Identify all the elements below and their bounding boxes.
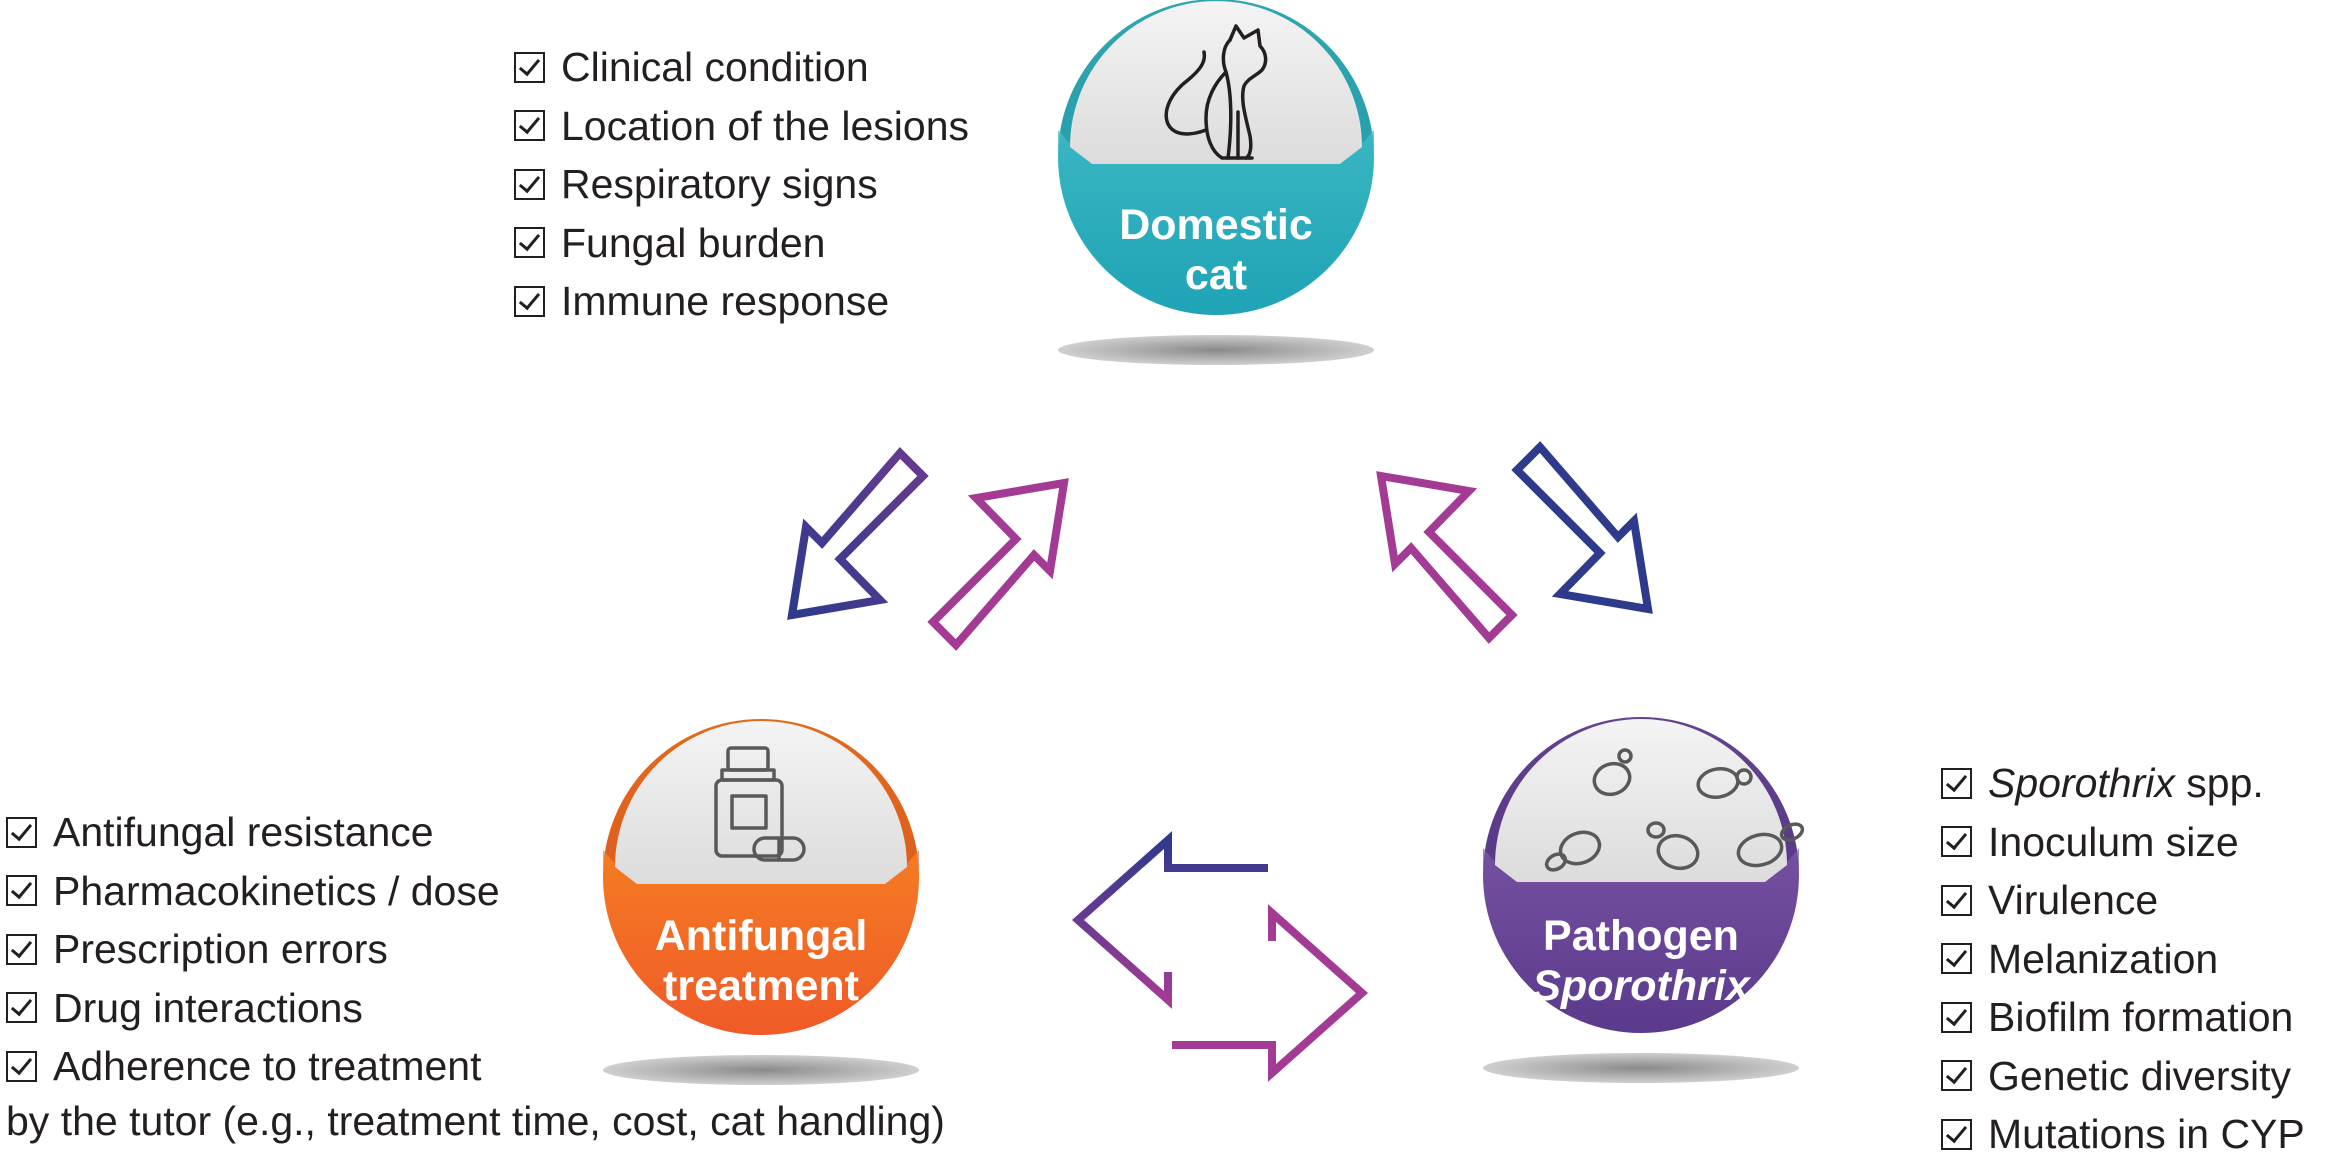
pathogen-label-line2: Sporothrix [1532, 962, 1750, 1010]
treatment-factor-item: Adherence to treatment [6, 1037, 500, 1096]
pathogen-node-shadow [1483, 1053, 1799, 1083]
treatment-label-line2: treatment [663, 962, 859, 1010]
checkbox-checked-icon [514, 227, 545, 259]
checkbox-checked-icon [6, 816, 37, 848]
checkbox-checked-icon [1941, 943, 1972, 975]
checkbox-checked-icon [1941, 767, 1972, 799]
treatment-factor-item: Antifungal resistance [6, 803, 500, 862]
cat-factor-item: Fungal burden [514, 214, 969, 273]
arrow-cat-to-pathogen [1511, 441, 1653, 614]
pathogen-factors-list: Sporothrix spp. Inoculum size Virulence … [1941, 754, 2305, 1164]
cat-factor-item: Clinical condition [514, 38, 969, 97]
pathogen-factor-item: Sporothrix spp. [1941, 754, 2305, 813]
treatment-factor-item: Pharmacokinetics / dose [6, 862, 500, 921]
checkbox-checked-icon [514, 285, 545, 317]
arrow-treatment-to-pathogen [1172, 904, 1369, 1082]
pathogen-factor-item: Genetic diversity [1941, 1047, 2305, 1106]
cat-label-line2: cat [1184, 251, 1248, 299]
checkbox-checked-icon [1941, 884, 1972, 916]
treatment-factor-item: Drug interactions [6, 979, 500, 1038]
arrow-treatment-to-cat [927, 478, 1069, 651]
checkbox-checked-icon [1941, 1001, 1972, 1033]
checkbox-checked-icon [6, 875, 37, 907]
cat-factor-item: Immune response [514, 272, 969, 331]
checkbox-checked-icon [6, 1050, 37, 1082]
cat-node [1058, 0, 1374, 365]
medicine-bottle-icon [714, 746, 806, 862]
checkbox-checked-icon [514, 51, 545, 83]
checkbox-checked-icon [514, 110, 545, 142]
pathogen-factor-item: Inoculum size [1941, 813, 2305, 872]
cat-factor-item: Location of the lesions [514, 97, 969, 156]
arrow-pathogen-to-cat [1376, 471, 1518, 644]
cat-icon [1164, 24, 1268, 160]
treatment-node [603, 719, 919, 1085]
treatment-node-shadow [603, 1055, 919, 1085]
pathogen-node-label: Pathogen Sporothrix [1491, 911, 1791, 1011]
checkbox-checked-icon [1941, 826, 1972, 858]
yeast-cells-icon [1544, 748, 1805, 872]
cat-label-line1: Domestic [1119, 201, 1313, 249]
pathogen-factor-item: Biofilm formation [1941, 988, 2305, 1047]
arrow-pathogen-to-treatment-shape [1071, 831, 1268, 1009]
pathogen-factor-item: Mutations in CYP [1941, 1105, 2305, 1164]
checkbox-checked-icon [514, 168, 545, 200]
checkbox-checked-icon [6, 933, 37, 965]
treatment-node-cap [615, 721, 907, 884]
pathogen-label-line1: Pathogen [1543, 912, 1739, 960]
cat-factors-list: Clinical condition Location of the lesio… [514, 38, 969, 331]
cat-node-label: Domestic cat [1066, 200, 1366, 300]
treatment-factor-continuation: by the tutor (e.g., treatment time, cost… [6, 1098, 945, 1144]
treatment-label-line1: Antifungal [654, 912, 868, 960]
treatment-node-label: Antifungal treatment [611, 911, 911, 1011]
pathogen-factor-item: Melanization [1941, 930, 2305, 989]
treatment-factors-list: Antifungal resistance Pharmacokinetics /… [6, 803, 500, 1096]
cat-node-shadow [1058, 335, 1374, 365]
checkbox-checked-icon [6, 992, 37, 1024]
cat-factor-item: Respiratory signs [514, 155, 969, 214]
pathogen-factor-item: Virulence [1941, 871, 2305, 930]
checkbox-checked-icon [1941, 1060, 1972, 1092]
treatment-factor-item: Prescription errors [6, 920, 500, 979]
checkbox-checked-icon [1941, 1118, 1972, 1150]
pathogen-node [1483, 717, 1805, 1083]
pathogen-node-cap [1495, 719, 1787, 882]
